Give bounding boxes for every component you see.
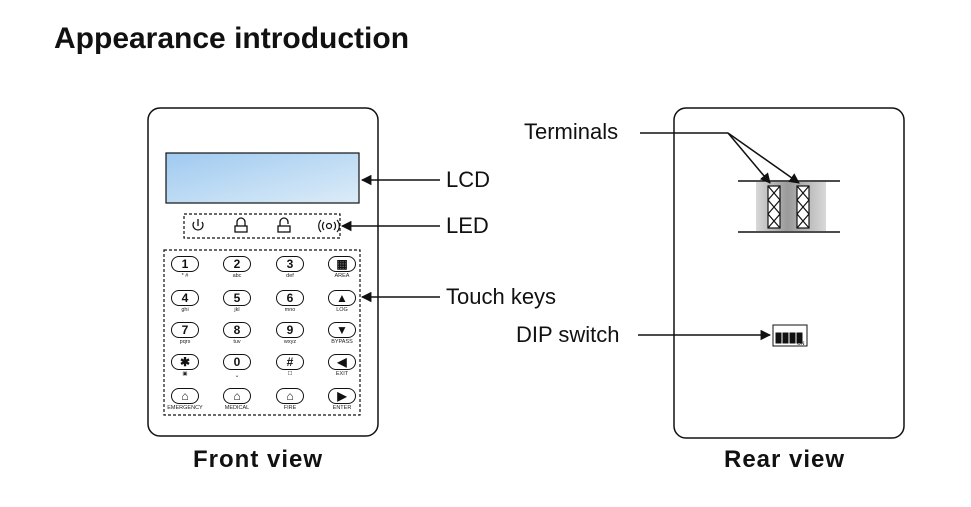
- keypad-key-sublabel: MEDICAL: [224, 405, 250, 411]
- alarm-icon: [318, 219, 340, 233]
- keypad-key[interactable]: 5: [223, 290, 251, 306]
- keypad-key-sublabel: tuv: [233, 339, 241, 345]
- keypad-key[interactable]: 6: [276, 290, 304, 306]
- lock-closed-icon: [234, 217, 248, 233]
- callout-touch-keys: Touch keys: [446, 284, 557, 309]
- leader-terminal-b: [727, 132, 800, 184]
- keypad-key-sublabel: ENTER: [332, 405, 352, 411]
- dip-switch: [772, 324, 808, 347]
- callout-lcd: LCD: [446, 167, 491, 192]
- keypad-key[interactable]: ⌂: [276, 388, 304, 404]
- keypad-key[interactable]: ⌂: [223, 388, 251, 404]
- keypad-key[interactable]: 8: [223, 322, 251, 338]
- caption-rear-view: Rear view: [724, 446, 846, 473]
- keypad-key[interactable]: ⌂: [171, 388, 199, 404]
- keypad-key[interactable]: ▲: [328, 290, 356, 306]
- terminal-right: [796, 185, 810, 229]
- led-panel: [183, 213, 341, 239]
- keypad-key-sublabel: wxyz: [283, 339, 297, 345]
- callout-led: LED: [446, 213, 489, 238]
- keypad-key[interactable]: ▼: [328, 322, 356, 338]
- keypad-key[interactable]: ✱: [171, 354, 199, 370]
- keypad-key-sublabel: AREA: [334, 273, 350, 279]
- keypad-key[interactable]: 3: [276, 256, 304, 272]
- dip-on-label: ON: [797, 341, 805, 347]
- keypad-key-sublabel: jkl: [234, 307, 240, 313]
- page-title: Appearance introduction: [54, 22, 410, 55]
- keypad-key-sublabel: * #: [181, 273, 189, 279]
- rear-panel: [673, 107, 905, 439]
- keypad-key-sublabel: EMERGENCY: [167, 405, 203, 411]
- keypad-key-sublabel: ghi: [181, 307, 189, 313]
- keypad-key[interactable]: ▶: [328, 388, 356, 404]
- keypad-key[interactable]: 4: [171, 290, 199, 306]
- keypad-key[interactable]: 2: [223, 256, 251, 272]
- callout-terminals: Terminals: [524, 119, 619, 144]
- leader-terminal-a: [727, 132, 771, 184]
- lcd-screen: [165, 152, 360, 204]
- keypad-key-sublabel: ⎵: [235, 371, 239, 377]
- keypad-key-sublabel: LOG: [336, 307, 348, 313]
- keypad-key-sublabel: ☐: [287, 371, 293, 377]
- keypad-key[interactable]: #: [276, 354, 304, 370]
- keypad-key-sublabel: BYPASS: [331, 339, 353, 345]
- lock-open-icon: [277, 217, 291, 233]
- keypad-key-sublabel: def: [286, 273, 294, 279]
- keypad-key[interactable]: 7: [171, 322, 199, 338]
- keypad-key-sublabel: pqrs: [179, 339, 191, 345]
- keypad-key[interactable]: ▦: [328, 256, 356, 272]
- keypad-key-sublabel: EXIT: [335, 371, 349, 377]
- terminal-left: [767, 185, 781, 229]
- callout-dip-switch: DIP switch: [516, 322, 620, 347]
- keypad-key[interactable]: 9: [276, 322, 304, 338]
- keypad-key-sublabel: ▣: [182, 371, 188, 377]
- terminal-block: [756, 182, 826, 231]
- caption-front-view: Front view: [193, 446, 324, 473]
- keypad-key-sublabel: FIRE: [283, 405, 297, 411]
- keypad-area: [163, 249, 361, 416]
- keypad-key[interactable]: 1: [171, 256, 199, 272]
- keypad-key-sublabel: mno: [284, 307, 296, 313]
- power-icon: [192, 219, 204, 231]
- keypad-key[interactable]: ◀: [328, 354, 356, 370]
- keypad-key[interactable]: 0: [223, 354, 251, 370]
- keypad-key-sublabel: abc: [232, 273, 242, 279]
